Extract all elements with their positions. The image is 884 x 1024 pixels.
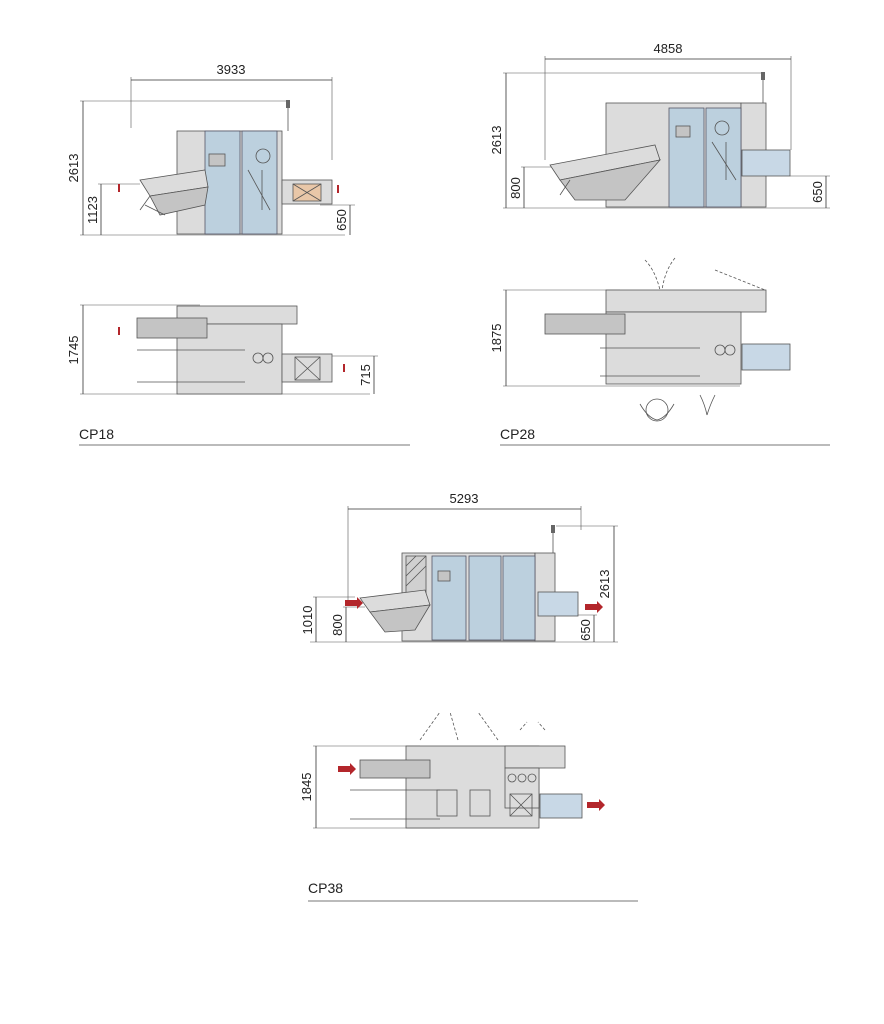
- cp28-top-view: 1875: [489, 257, 791, 422]
- cp38-model-label: CP38: [308, 880, 343, 896]
- cp28-height-dim: 2613: [489, 126, 504, 155]
- cp38-infeed-max-height-dim: 1010: [300, 606, 315, 635]
- cp18-top-view: 1745 715: [66, 304, 378, 395]
- cp38-top-view: 1845: [299, 711, 605, 829]
- cp28-width-dim: 1875: [489, 324, 504, 353]
- cp18-model-label: CP18: [79, 426, 114, 442]
- cp18-outfeed-height-dim: 650: [334, 209, 349, 231]
- cp38-length-dim: 5293: [450, 491, 479, 506]
- cp28-outfeed-height-dim: 650: [810, 181, 825, 203]
- cp28-length-dim: 4858: [654, 41, 683, 56]
- cp18-length-dim: 3933: [217, 62, 246, 77]
- cp18-side-view: 3933 2613 1123 650: [66, 62, 355, 236]
- cp28-model-label: CP28: [500, 426, 535, 442]
- cp38-infeed-height-dim: 800: [330, 614, 345, 636]
- cp18-height-dim: 2613: [66, 154, 81, 183]
- cp28-side-view: 4858 2613 800 650: [489, 41, 830, 209]
- cp38-outfeed-height-dim: 650: [578, 619, 593, 641]
- cp28-infeed-height-dim: 800: [508, 177, 523, 199]
- cp18-infeed-height-dim: 1123: [85, 196, 100, 224]
- cp18-outfeed-width-dim: 715: [358, 364, 373, 386]
- cp38-side-view: 5293 2613 1010 800 650: [300, 491, 618, 643]
- cp38-height-dim: 2613: [597, 570, 612, 599]
- cp38-width-dim: 1845: [299, 773, 314, 802]
- cp18-width-dim: 1745: [66, 336, 81, 365]
